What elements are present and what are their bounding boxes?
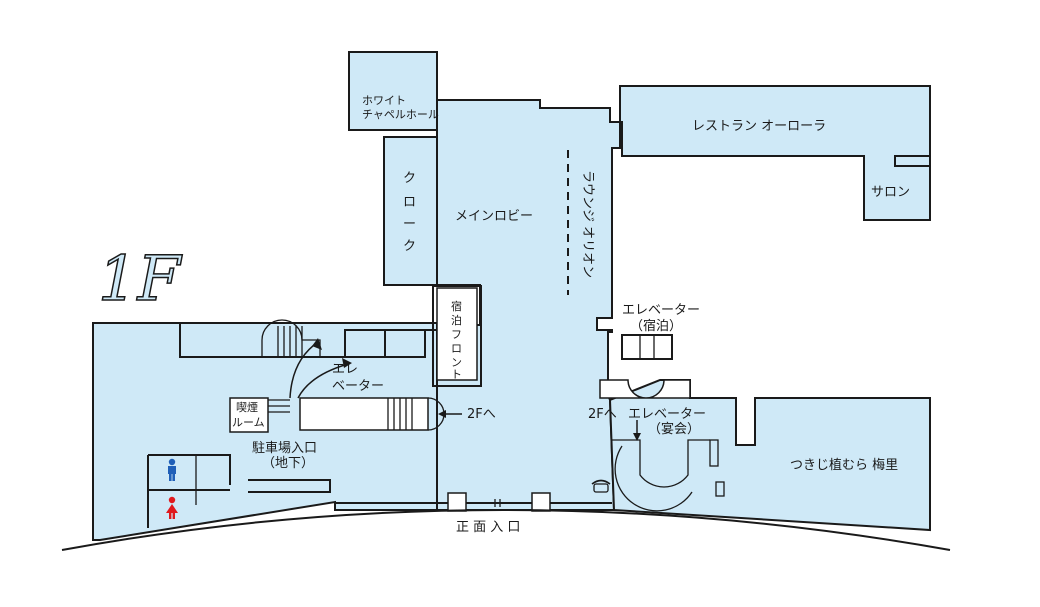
restroom-walls xyxy=(148,454,231,485)
arrow-head xyxy=(342,358,352,368)
banquet-lift-top xyxy=(599,379,691,399)
elevator-shaft-2 xyxy=(384,329,426,358)
spiral-stair-curve xyxy=(614,445,693,512)
elevator-lodging-label-1: エレベーター xyxy=(622,303,700,318)
arrow-icon xyxy=(297,363,349,399)
entrance-door-right[interactable] xyxy=(531,492,551,512)
small-pillar xyxy=(715,481,725,497)
white-chapel-area xyxy=(348,51,438,131)
elevator-banquet-label-1: エレベーター xyxy=(628,407,706,422)
stair-bars-left xyxy=(268,399,290,413)
parking-ramp xyxy=(248,479,331,493)
female-restroom-icon xyxy=(166,496,178,519)
smoking-room-label-2: ルーム xyxy=(232,416,265,429)
entrance-door-left[interactable] xyxy=(447,492,467,512)
front-desk-box xyxy=(436,287,478,381)
front-desk-label-2: 泊 xyxy=(451,314,462,327)
cloak-label-3: ー xyxy=(403,217,416,232)
salon-label: サロン xyxy=(871,185,910,200)
restaurant-label: レストラン オーローラ xyxy=(692,119,826,134)
road-arc xyxy=(61,509,951,551)
front-desk-label-3: フ xyxy=(451,328,462,341)
right-lower-area xyxy=(608,379,931,532)
elevator-center-label-2: ベーター xyxy=(332,379,384,394)
smoking-room-label-1: 喫煙 xyxy=(236,401,258,414)
white-chapel-label-1: ホワイト xyxy=(362,94,406,107)
parking-entrance-label-1: 駐車場入口 xyxy=(252,441,317,456)
banquet-pillar xyxy=(709,439,719,467)
front-desk-label-4: ロ xyxy=(451,342,462,355)
to-2f-left-label: 2Fへ xyxy=(467,407,496,422)
cloak-area xyxy=(383,136,438,286)
escalator-block xyxy=(299,397,429,431)
restaurant-area xyxy=(619,85,931,221)
male-restroom-icon xyxy=(168,458,176,481)
arrow-head xyxy=(312,338,322,350)
telephone-icon xyxy=(591,479,611,493)
salon-notch xyxy=(894,155,931,167)
front-desk-label-6: ト xyxy=(451,368,462,381)
spiral-stair-top xyxy=(261,319,321,358)
to-2f-right-label: 2Fへ xyxy=(588,407,617,422)
smoking-room-box xyxy=(229,397,269,433)
white-chapel-label-2: チャペルホール xyxy=(362,108,439,121)
lodging-elevator-shaft xyxy=(621,334,673,360)
cloak-label-2: ロ xyxy=(403,195,416,210)
cloak-label-1: ク xyxy=(403,171,416,186)
tsukiji-label: つきじ植むら 梅里 xyxy=(790,458,898,473)
elevator-center-label-1: エレ xyxy=(332,362,358,377)
lounge-label: ラウンジ オリオン xyxy=(580,170,595,278)
escalator-treads xyxy=(387,398,413,430)
cloak-label-4: ク xyxy=(403,239,416,254)
main-entrance-label: 正 面 入 口 xyxy=(456,520,520,535)
parking-entrance-label-2: （地下） xyxy=(262,456,314,471)
spiral-stair-bottom xyxy=(612,439,710,488)
front-desk-label-1: 宿 xyxy=(451,299,462,313)
main-lobby-label: メインロビー xyxy=(455,209,533,224)
elevator-banquet-label-2: （宴会） xyxy=(648,421,700,437)
floor-label: 1F xyxy=(98,242,182,315)
front-desk-label-5: ン xyxy=(451,356,462,369)
stair-treads-top xyxy=(277,326,303,357)
front-desk-outline xyxy=(432,285,482,387)
elevator-lodging-label-2: （宿泊） xyxy=(630,318,682,334)
